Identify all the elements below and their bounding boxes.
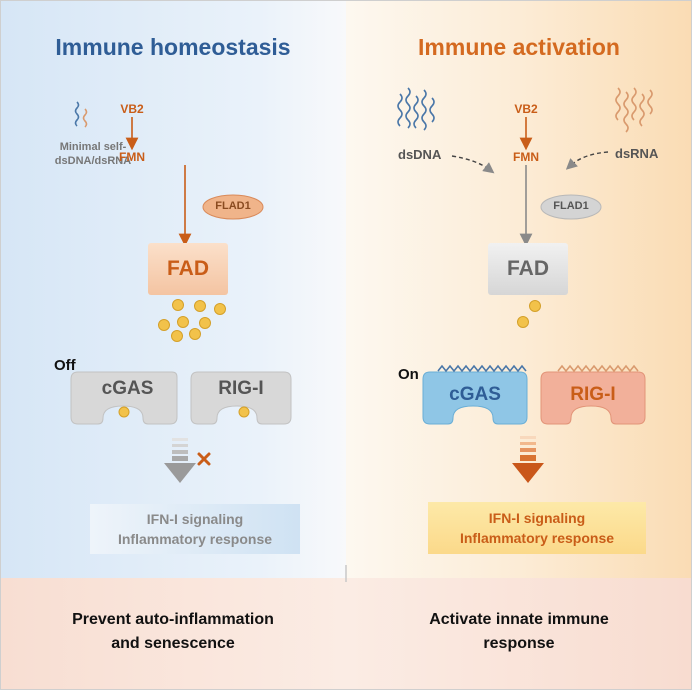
bound-dsdna-icon bbox=[437, 364, 527, 373]
ifn-box-left bbox=[90, 504, 300, 554]
dsrna-label: dsRNA bbox=[615, 146, 659, 161]
inflammatory-response-left: Inflammatory response bbox=[117, 531, 273, 547]
fad-label-left: FAD bbox=[167, 257, 209, 280]
rigi-label-right: RIG-I bbox=[570, 384, 616, 405]
block-x-icon bbox=[197, 452, 211, 466]
blocked-signal-arrow bbox=[164, 438, 196, 483]
fad-bound-rigi bbox=[238, 406, 250, 418]
cgas-receptor-off bbox=[70, 371, 178, 425]
vb2-label-right: VB2 bbox=[514, 102, 538, 116]
fad-box-left bbox=[148, 243, 228, 295]
rigi-label-left: RIG-I bbox=[218, 378, 264, 399]
bound-dsrna-icon bbox=[557, 364, 639, 373]
fmn-label-left: FMN bbox=[119, 150, 145, 164]
flad1-pill-right bbox=[540, 194, 602, 220]
ifn-signaling-right: IFN-I signaling bbox=[488, 510, 586, 526]
right-outcome-line1: Activate innate immune bbox=[429, 611, 609, 628]
rigi-receptor-on bbox=[540, 371, 646, 425]
dsdna-label: dsDNA bbox=[398, 147, 442, 162]
inflammatory-response-right: Inflammatory response bbox=[459, 530, 615, 546]
ifn-signaling-left: IFN-I signaling bbox=[146, 511, 244, 527]
rigi-receptor-off bbox=[190, 371, 292, 425]
flad1-pill-left bbox=[202, 194, 264, 220]
fad-label-right: FAD bbox=[507, 257, 549, 280]
flad1-label-left: FLAD1 bbox=[215, 200, 251, 212]
on-state-label: On bbox=[398, 366, 419, 383]
flad1-label-right: FLAD1 bbox=[553, 200, 589, 212]
dsdna-to-fmn-dashed-arrow bbox=[451, 155, 495, 174]
minimal-self-label: Minimal self- dsDNA/dsRNA bbox=[54, 141, 132, 167]
right-outcome-line2: response bbox=[483, 635, 555, 652]
minimal-self-nucleic-acid-icon bbox=[74, 101, 88, 128]
cgas-receptor-on bbox=[422, 371, 528, 425]
vb2-label-left: VB2 bbox=[120, 102, 144, 116]
left-outcome-line1: Prevent auto-inflammation bbox=[72, 611, 274, 628]
off-state-label: Off bbox=[54, 357, 76, 374]
fad-molecules-right bbox=[517, 300, 541, 328]
fad-molecules-left bbox=[158, 299, 226, 342]
fad-box-right bbox=[488, 243, 568, 295]
cgas-label-right: cGAS bbox=[449, 384, 501, 405]
fmn-label-right: FMN bbox=[513, 150, 539, 164]
dsrna-helix-icon bbox=[615, 87, 653, 133]
fad-bound-cgas bbox=[118, 406, 130, 418]
ifn-box-right bbox=[428, 502, 646, 554]
dsdna-helix-icon bbox=[397, 87, 435, 131]
left-outcome-line2: and senescence bbox=[111, 635, 235, 652]
active-signal-arrow bbox=[512, 436, 544, 483]
bottom-band bbox=[0, 578, 692, 690]
left-title: Immune homeostasis bbox=[55, 34, 291, 60]
dsrna-to-fmn-dashed-arrow bbox=[565, 151, 609, 170]
cgas-label-left: cGAS bbox=[101, 378, 154, 399]
right-title: Immune activation bbox=[418, 34, 620, 60]
